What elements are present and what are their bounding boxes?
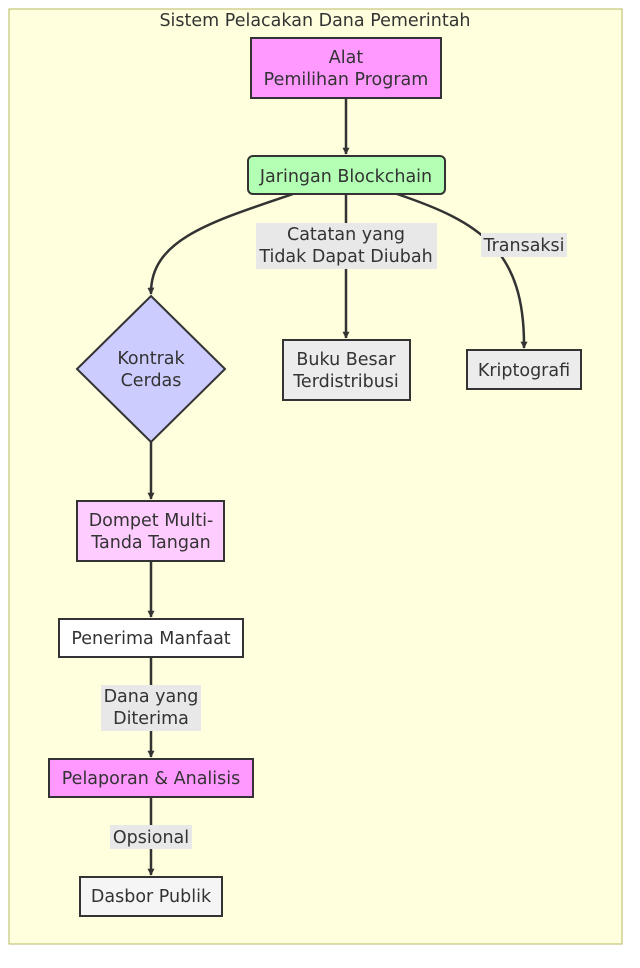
edge-label-line: Transaksi: [482, 236, 564, 256]
cluster: Sistem Pelacakan Dana Pemerintah: [8, 8, 623, 945]
node-multisig-wallet: Dompet Multi- Tanda Tangan: [76, 500, 225, 562]
edge-label-beneficiary-reporting: Dana yang Diterima: [101, 685, 201, 731]
node-label-line: Pelaporan & Analisis: [62, 769, 241, 789]
node-beneficiary: Penerima Manfaat: [58, 618, 244, 658]
nodes: Alat Pemilihan Program Jaringan Blockcha…: [48, 37, 582, 917]
node-reporting-analysis: Pelaporan & Analisis: [48, 758, 254, 798]
node-distributed-ledger: Buku Besar Terdistribusi: [282, 339, 411, 401]
edge-label-reporting-dashboard: Opsional: [110, 825, 192, 849]
node-label-line: Cerdas: [121, 371, 182, 391]
edge-label-line: Opsional: [113, 828, 189, 848]
edge-label-line: Dana yang: [104, 687, 199, 707]
node-label-line: Terdistribusi: [292, 372, 399, 392]
edge-label-line: Catatan yang: [287, 225, 405, 245]
edge-labels: Catatan yang Tidak Dapat Diubah Transaks…: [101, 223, 567, 849]
cluster-title: Sistem Pelacakan Dana Pemerintah: [159, 11, 470, 31]
node-label-line: Dompet Multi-: [89, 511, 214, 531]
node-label-line: Dasbor Publik: [91, 887, 212, 907]
cluster-box: [8, 8, 623, 945]
node-blockchain-network: Jaringan Blockchain: [247, 155, 446, 195]
edge-label-blockchain-crypto: Transaksi: [481, 233, 567, 257]
node-label-line: Tanda Tangan: [90, 533, 211, 553]
node-label-line: Penerima Manfaat: [71, 629, 230, 649]
edge-label-line: Tidak Dapat Diubah: [258, 247, 432, 267]
node-label-line: Jaringan Blockchain: [259, 167, 432, 187]
node-label-line: Kontrak: [117, 349, 185, 369]
node-label-line: Buku Besar: [296, 350, 396, 370]
edge-label-blockchain-ledger: Catatan yang Tidak Dapat Diubah: [256, 223, 437, 269]
node-label-line: Alat: [329, 48, 364, 68]
node-cryptography: Kriptografi: [466, 349, 582, 390]
node-public-dashboard: Dasbor Publik: [79, 876, 223, 917]
node-label-line: Kriptografi: [478, 361, 570, 381]
edge-blockchain-smart: [147, 192, 294, 295]
node-program-selection-tool: Alat Pemilihan Program: [250, 37, 442, 99]
node-smart-contract: Kontrak Cerdas: [75, 294, 227, 444]
node-label-line: Pemilihan Program: [264, 70, 429, 90]
edge-label-line: Diterima: [113, 709, 189, 729]
